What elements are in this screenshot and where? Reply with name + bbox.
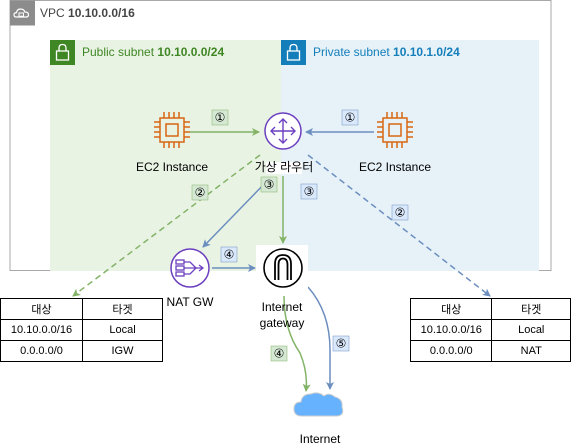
svg-text:④: ④ <box>224 248 235 262</box>
step-badge-4-green: ④ <box>270 345 288 362</box>
arrow-igw-to-internet-blue <box>307 286 334 390</box>
nat-gateway[interactable]: NAT GW <box>167 248 215 309</box>
arrow-router-to-public-route-table <box>72 154 261 297</box>
connector-arrows <box>72 128 491 392</box>
public-subnet: Public subnet 10.10.0.0/24 <box>50 40 281 271</box>
arrow-igw-to-internet-green <box>283 295 311 392</box>
igw-label-line2: gateway <box>260 316 305 330</box>
igw-label-line1: Internet <box>262 300 303 314</box>
table-row: 0.0.0.0/0 IGW <box>0 340 163 362</box>
header-destination: 대상 <box>409 298 493 320</box>
header-target: 타겟 <box>491 298 571 320</box>
table-row: 10.10.0.0/16 Local <box>409 319 571 341</box>
arrow-router-to-nat <box>202 177 271 248</box>
internet[interactable]: Internet <box>293 392 344 446</box>
cloud-icon <box>293 392 344 417</box>
step-badge-4-blue: ④ <box>220 246 238 263</box>
public-route-table: 대상 타겟 10.10.0.0/16 Local 0.0.0.0/0 IGW <box>0 298 163 362</box>
step-badge-1-green: ① <box>211 109 229 126</box>
lock-icon <box>50 40 75 65</box>
table-row: 10.10.0.0/16 Local <box>0 319 163 341</box>
route-target: IGW <box>82 340 163 362</box>
ec2-instance-left[interactable]: EC2 Instance <box>136 112 208 174</box>
ec2-chip-icon <box>154 112 190 148</box>
step-badge-3-green: ③ <box>260 176 278 193</box>
route-destination: 0.0.0.0/0 <box>409 340 493 362</box>
svg-text:①: ① <box>345 111 356 125</box>
svg-text:③: ③ <box>264 178 275 192</box>
route-destination: 10.10.0.0/16 <box>409 319 493 341</box>
svg-text:②: ② <box>195 186 206 200</box>
arrow-router-to-private-route-table <box>307 154 491 297</box>
table-row: 0.0.0.0/0 NAT <box>409 340 571 362</box>
svg-text:①: ① <box>215 111 226 125</box>
router-label: 가상 라우터 <box>255 160 314 174</box>
private-route-table: 대상 타겟 10.10.0.0/16 Local 0.0.0.0/0 NAT <box>409 298 571 362</box>
route-target: Local <box>491 319 571 341</box>
svg-text:③: ③ <box>304 185 315 199</box>
table-header-row: 대상 타겟 <box>409 298 571 320</box>
step-badge-2-blue: ② <box>391 204 409 221</box>
internet-label: Internet <box>300 432 341 446</box>
internet-gateway-icon <box>263 248 303 288</box>
step-badge-3-blue: ③ <box>300 183 318 200</box>
public-subnet-label: Public subnet 10.10.0.0/24 <box>82 45 224 59</box>
virtual-router[interactable]: 가상 라우터 <box>255 112 314 174</box>
header-destination: 대상 <box>0 298 83 320</box>
step-badge-5-blue: ⑤ <box>332 335 350 352</box>
ec2-right-label: EC2 Instance <box>359 160 431 174</box>
svg-text:⑤: ⑤ <box>336 337 347 351</box>
step-badges: ① ① ② ③ ③ ② ④ ④ <box>191 109 409 362</box>
private-subnet: Private subnet 10.10.1.0/24 <box>281 40 539 271</box>
table-header-row: 대상 타겟 <box>0 298 163 320</box>
route-target: NAT <box>491 340 571 362</box>
router-icon <box>264 112 302 150</box>
ec2-chip-icon <box>377 112 413 148</box>
route-destination: 0.0.0.0/0 <box>0 340 83 362</box>
route-destination: 10.10.0.0/16 <box>0 319 83 341</box>
ec2-instance-right[interactable]: EC2 Instance <box>359 112 431 174</box>
header-target: 타겟 <box>82 298 163 320</box>
vpc-label: VPC 10.10.0.0/16 <box>40 6 135 20</box>
private-subnet-label: Private subnet 10.10.1.0/24 <box>313 45 460 59</box>
ec2-left-label: EC2 Instance <box>136 160 208 174</box>
nat-gateway-label: NAT GW <box>167 295 215 309</box>
step-badge-1-blue: ① <box>341 109 359 126</box>
svg-text:②: ② <box>395 206 406 220</box>
internet-gateway[interactable]: Internet gateway <box>256 245 308 330</box>
vpc-icon <box>10 0 35 26</box>
route-target: Local <box>82 319 163 341</box>
step-badge-2-green: ② <box>191 184 209 201</box>
lock-icon <box>281 40 306 65</box>
router-label-bg <box>266 162 302 174</box>
nat-gateway-icon <box>170 248 210 288</box>
svg-text:④: ④ <box>274 347 285 361</box>
